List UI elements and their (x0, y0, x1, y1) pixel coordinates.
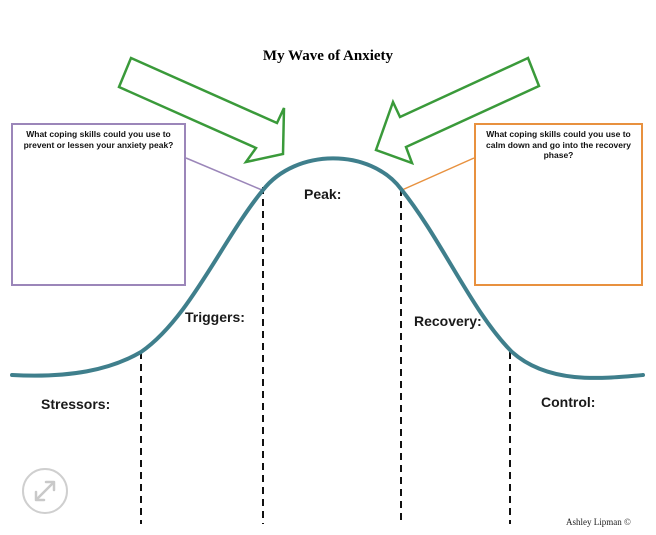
left-box-connector (185, 157, 263, 191)
right-arrow-icon (374, 56, 541, 166)
author-credit: Ashley Lipman © (566, 517, 631, 527)
stage-label-recovery: Recovery: (414, 313, 482, 329)
page-title: My Wave of Anxiety (262, 48, 394, 64)
left-box-question: What coping skills could you use to prev… (23, 129, 174, 150)
stage-label-stressors: Stressors: (41, 396, 111, 412)
expand-button[interactable] (22, 468, 68, 514)
right-box-question: What coping skills could you use to calm… (486, 129, 631, 160)
right-coping-box[interactable]: What coping skills could you use to calm… (474, 123, 643, 286)
stage-label-peak: Peak: (304, 186, 342, 202)
left-coping-box[interactable]: What coping skills could you use to prev… (11, 123, 186, 286)
left-arrow-icon (117, 56, 286, 164)
stage-label-control: Control: (541, 394, 596, 410)
right-box-connector (401, 157, 475, 191)
anxiety-wave (10, 156, 645, 380)
stage-label-triggers: Triggers: (185, 309, 245, 325)
expand-arrows-icon (34, 480, 56, 502)
